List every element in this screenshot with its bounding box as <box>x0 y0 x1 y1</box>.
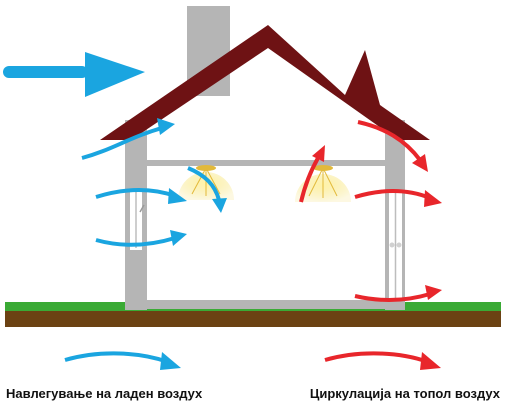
floor <box>125 300 405 309</box>
soil <box>5 310 501 327</box>
left-window <box>130 190 145 250</box>
warm-arrow-2 <box>354 189 442 207</box>
cold-arrow-2 <box>95 188 187 204</box>
cold-arrow-3 <box>95 230 187 247</box>
legend-cold-label: Навлегување на ладен воздух <box>6 386 203 401</box>
legend-warm-label: Циркулација на топол воздух <box>309 386 500 401</box>
ceiling <box>145 160 385 166</box>
cold-arrow-lamp <box>187 166 227 213</box>
legend-warm-arrow <box>324 351 441 370</box>
warm-arrow-1 <box>357 120 428 172</box>
legend-cold-arrow <box>64 351 181 370</box>
lamp-left <box>178 165 234 200</box>
right-door <box>389 190 402 300</box>
warm-arrow-lamp <box>299 145 325 203</box>
warm-arrow-3 <box>354 285 442 303</box>
wind-arrow <box>3 52 145 97</box>
cold-arrow-1 <box>81 118 175 160</box>
roof <box>100 25 430 140</box>
